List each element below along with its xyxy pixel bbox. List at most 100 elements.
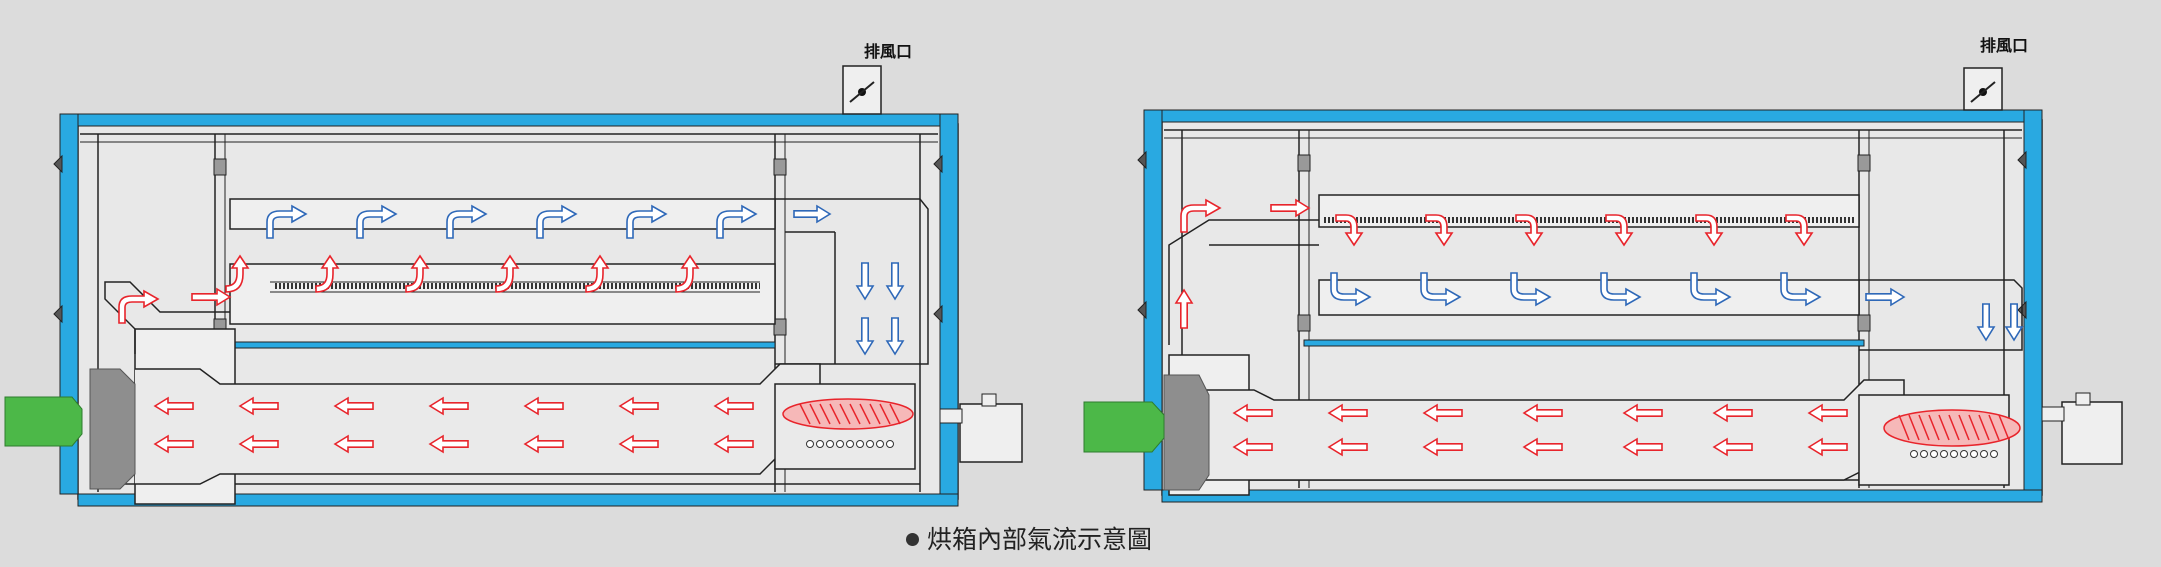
exhaust-label-right: 排風口 <box>1980 36 2029 55</box>
hot-air-arrow-lower-a-2 <box>1422 403 1463 423</box>
burner-nozzle-5 <box>1960 450 1968 458</box>
hot-air-arrow-lower-a-5 <box>618 396 659 416</box>
hot-air-arrow-lower-b-0 <box>1232 437 1273 457</box>
insulation-right <box>939 113 959 495</box>
burner-nozzle-7 <box>1980 450 1988 458</box>
flame-hatch-1 <box>1908 414 1920 441</box>
hot-air-arrow-lower-b-5 <box>618 434 659 454</box>
roller-bracket-3 <box>1857 314 1871 332</box>
hot-air-down-curve-0 <box>1335 214 1364 247</box>
main-lower-duct <box>1204 379 1905 481</box>
roller-bracket-0 <box>1297 154 1311 172</box>
hot-air-riser-5 <box>675 254 700 293</box>
cool-air-arrow-upper-0-shape <box>266 204 308 239</box>
burner-nozzle-0 <box>806 440 814 448</box>
flame-hatch-7 <box>869 403 881 425</box>
flame-hatch-3 <box>1928 414 1940 441</box>
hot-air-down-curve-0-shape <box>1335 214 1364 247</box>
hot-air-down-curve-3-shape <box>1605 214 1634 247</box>
hot-air-supply-curve <box>1180 198 1222 233</box>
hot-air-down-curve-1 <box>1425 214 1454 247</box>
hot-air-riser-5-shape <box>675 254 700 293</box>
burner-nozzle-7 <box>876 440 884 448</box>
insulation-inner <box>229 341 776 349</box>
hot-air-arrow-lower-b-1 <box>1327 437 1368 457</box>
hot-air-arrow-lower-b-3 <box>1522 437 1563 457</box>
cool-air-arrow-upper-3 <box>536 204 578 239</box>
hot-air-arrow-supply <box>1270 198 1311 218</box>
flame-hatch-6 <box>1958 414 1970 441</box>
blower-fan-icon <box>4 396 83 447</box>
hot-air-riser-0 <box>225 254 250 293</box>
cool-air-arrow-lower-4 <box>1690 272 1732 307</box>
side-clamp-3 <box>933 304 943 324</box>
burner-nozzle-8 <box>1990 450 1998 458</box>
hot-air-arrow-lower-a-4 <box>523 396 564 416</box>
cool-air-arrow-lower-0 <box>1330 272 1372 307</box>
flame-hatch-5 <box>1948 414 1960 441</box>
side-clamp-0 <box>53 154 63 174</box>
hot-air-riser-4 <box>585 254 610 293</box>
cool-air-arrow-exhaust <box>793 204 832 224</box>
flame-hatch-10 <box>1998 414 2010 441</box>
burner-nozzle-6 <box>1970 450 1978 458</box>
hot-air-down-curve-4-shape <box>1695 214 1724 247</box>
cool-air-arrow-return-c <box>855 317 875 356</box>
burner-nozzle-0 <box>1910 450 1918 458</box>
hot-air-riser-1 <box>315 254 340 293</box>
cool-air-arrow-lower-2-shape <box>1510 272 1552 307</box>
burner-nozzle-5 <box>856 440 864 448</box>
hot-air-riser-2 <box>405 254 430 293</box>
hot-air-down-curve-1-shape <box>1425 214 1454 247</box>
cool-air-arrow-upper-4 <box>626 204 668 239</box>
cool-air-arrow-lower-2 <box>1510 272 1552 307</box>
cool-air-arrow-upper-2-shape <box>446 204 488 239</box>
flame-hatch-4 <box>1938 414 1950 441</box>
hot-air-arrow-lower-a-5 <box>1712 403 1753 423</box>
burner-nozzle-8 <box>886 440 894 448</box>
burner-nozzle-3 <box>836 440 844 448</box>
hot-air-arrow-riser <box>1174 288 1194 329</box>
burner-connector <box>939 408 963 424</box>
roller-bracket-3 <box>773 318 787 336</box>
cool-air-arrow-lower-4-shape <box>1690 272 1732 307</box>
cool-air-arrow-return-a <box>855 262 875 301</box>
cool-air-arrow-lower-1 <box>1420 272 1462 307</box>
return-duct <box>1859 279 2023 351</box>
hot-air-arrow-lower-b-2 <box>1422 437 1463 457</box>
supply-duct <box>104 281 230 354</box>
hot-air-arrow-lower-b-2 <box>333 434 374 454</box>
flame-hatch-8 <box>1978 414 1990 441</box>
hot-air-riser-1-shape <box>315 254 340 293</box>
cool-air-arrow-lower-3 <box>1600 272 1642 307</box>
hot-air-down-curve-5-shape <box>1785 214 1814 247</box>
heating-chamber <box>229 263 776 325</box>
insulation-top <box>77 113 959 127</box>
roller-bracket-1 <box>773 158 787 176</box>
lower-plenum <box>1318 279 1860 316</box>
flame-hatch-5 <box>849 403 861 425</box>
fan-housing <box>89 368 136 490</box>
side-clamp-0 <box>1137 150 1147 170</box>
burner-head <box>959 403 1023 463</box>
hot-air-arrow-lower-b-0 <box>153 434 194 454</box>
flame-hatch-9 <box>1988 414 2000 441</box>
cool-air-arrow-upper-1 <box>356 204 398 239</box>
hot-air-supply-curve-shape <box>1180 198 1222 233</box>
insulation-top <box>1161 109 2043 123</box>
burner-nozzle-4 <box>846 440 854 448</box>
burner-nozzle-1 <box>1920 450 1928 458</box>
insulation-inner <box>1303 339 1865 347</box>
damper-blade <box>1970 81 1996 103</box>
hot-air-supply-curve-shape <box>118 289 160 324</box>
hot-air-riser-3-shape <box>495 254 520 293</box>
hot-air-arrow-supply <box>191 287 232 307</box>
hot-air-arrow-lower-a-1 <box>1327 403 1368 423</box>
burner-nozzle-3 <box>1940 450 1948 458</box>
side-clamp-2 <box>933 154 943 174</box>
cool-air-arrow-upper-3-shape <box>536 204 578 239</box>
oven-left <box>4 65 1023 507</box>
hot-air-riser-0-shape <box>225 254 250 293</box>
supply-duct <box>1168 219 1319 345</box>
hot-air-supply-curve <box>118 289 160 324</box>
